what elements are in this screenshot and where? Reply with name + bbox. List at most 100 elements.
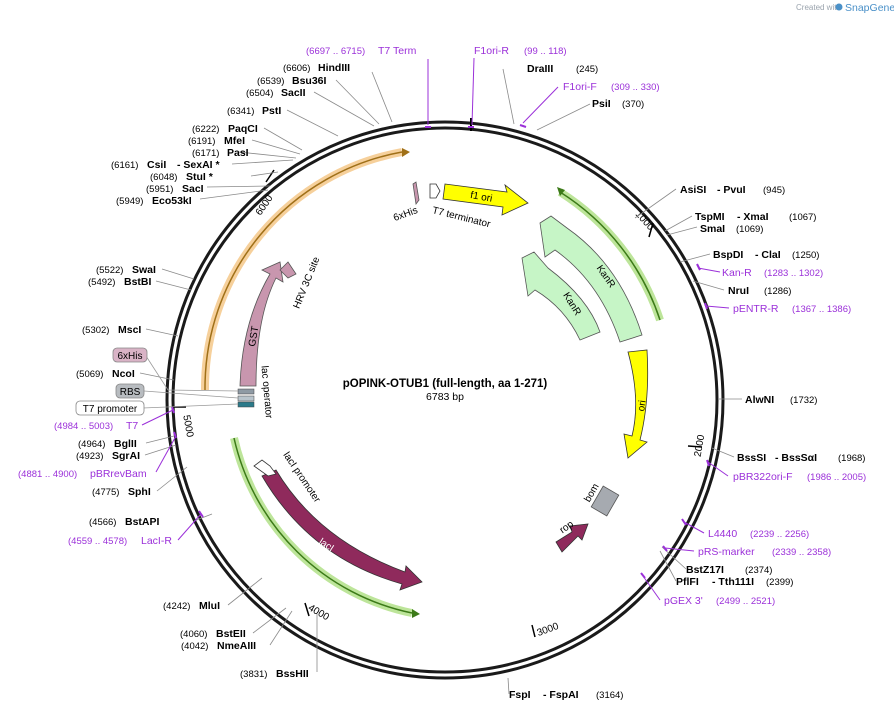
tspmi-pos: (1067) — [789, 212, 816, 223]
nmeaiii-name[interactable]: NmeAIII — [217, 640, 256, 652]
l4440-name[interactable]: L4440 — [708, 528, 737, 540]
his-tag-top-label: 6xHis — [392, 205, 419, 224]
bstbi-name[interactable]: BstBI — [124, 276, 152, 288]
rop-feature[interactable] — [555, 523, 589, 553]
nmeaiii-pos: (4042) — [181, 641, 208, 652]
pgex3-name[interactable]: pGEX 3' — [664, 595, 703, 607]
eco53ki-name[interactable]: Eco53kI — [152, 195, 192, 207]
laci-promoter-feature[interactable] — [253, 459, 277, 477]
t7-promoter-block[interactable] — [237, 401, 255, 408]
tick-2000: 2000 — [693, 434, 708, 458]
primer-marks — [171, 124, 710, 579]
f1ori-f-name[interactable]: F1ori-F — [563, 81, 597, 93]
bstz17i-pos: (2374) — [745, 565, 772, 576]
saci-name[interactable]: SacI — [182, 183, 204, 195]
psii-pos: (370) — [622, 99, 644, 110]
xmai-name[interactable]: - XmaI — [737, 211, 769, 223]
rbs-box-label: RBS — [120, 387, 141, 398]
t7term-pos: (6697 .. 6715) — [306, 46, 365, 57]
kan-r-name[interactable]: Kan-R — [722, 267, 752, 279]
pasi-name[interactable]: PasI — [227, 147, 249, 159]
nrui-name[interactable]: NruI — [728, 285, 749, 297]
tick-5000: 5000 — [180, 414, 195, 438]
pentr-r-pos: (1367 .. 1386) — [792, 304, 851, 315]
mlui-pos: (4242) — [163, 601, 190, 612]
kanr-inner-feature[interactable] — [521, 251, 601, 341]
gst-region-line — [204, 151, 403, 391]
hindiii-pos: (6606) — [283, 63, 310, 74]
paqci-name[interactable]: PaqCI — [228, 123, 258, 135]
bsssai-name[interactable]: - BssSαI — [775, 452, 817, 464]
gst-region-arrowhead-icon — [402, 148, 410, 157]
hindiii-name[interactable]: HindIII — [318, 62, 350, 74]
his-tag-top-feature[interactable] — [412, 181, 420, 206]
psti-name[interactable]: PstI — [262, 105, 281, 117]
rbs-box[interactable] — [115, 383, 145, 399]
bsteii-name[interactable]: BstEII — [216, 628, 246, 640]
ncoi-name[interactable]: NcoI — [112, 368, 135, 380]
smai-name[interactable]: SmaI — [700, 223, 725, 235]
kan-region-line — [559, 191, 661, 321]
t7-primer-name[interactable]: T7 — [126, 420, 138, 432]
draiii-pos: (245) — [576, 64, 598, 75]
t7term-name[interactable]: T7 Term — [378, 45, 417, 57]
pvui-name[interactable]: - PvuI — [717, 184, 746, 196]
asisi-pos: (945) — [763, 185, 785, 196]
bstz17i-name[interactable]: BstZ17I — [686, 564, 724, 576]
f1ori-r-pos: (99 .. 118) — [524, 46, 567, 57]
gst-region-highlight — [200, 148, 403, 391]
f1ori-r-name[interactable]: F1ori-R — [474, 45, 509, 57]
saci-pos: (5951) — [146, 184, 173, 195]
clai-name[interactable]: - ClaI — [755, 249, 781, 261]
sgrai-name[interactable]: SgrAI — [112, 450, 140, 462]
sphi-name[interactable]: SphI — [128, 486, 151, 498]
tspmi-name[interactable]: TspMI — [695, 211, 725, 223]
f1-ori-feature[interactable] — [442, 183, 529, 216]
msci-name[interactable]: MscI — [118, 324, 141, 336]
pbr322ori-f-name[interactable]: pBR322ori-F — [733, 471, 793, 483]
lac-operator-block[interactable] — [237, 395, 255, 402]
fspai-name[interactable]: - FspAI — [543, 689, 579, 701]
alwni-name[interactable]: AlwNI — [745, 394, 774, 406]
fspi-name[interactable]: FspI — [509, 689, 531, 701]
prs-marker-name[interactable]: pRS-marker — [698, 546, 755, 558]
backbone-inner-strand — [171, 126, 719, 674]
rbs-block[interactable] — [237, 388, 255, 395]
bspdi-name[interactable]: BspDI — [713, 249, 743, 261]
pflfi-pos: (2399) — [766, 577, 793, 588]
hrv-3c-site-feature[interactable] — [279, 261, 297, 279]
sacii-pos: (6504) — [246, 88, 273, 99]
bsu36i-name[interactable]: Bsu36I — [292, 75, 327, 87]
stui-name[interactable]: StuI * — [186, 171, 214, 183]
sexai-name[interactable]: - SexAI * — [177, 159, 221, 171]
t7-promoter-box[interactable] — [75, 400, 145, 416]
bsshii-name[interactable]: BssHII — [276, 668, 309, 680]
bstapi-name[interactable]: BstAPI — [125, 516, 160, 528]
bsssi-name[interactable]: BssSI — [737, 452, 766, 464]
psii-name[interactable]: PsiI — [592, 98, 611, 110]
kanr-outer-feature[interactable] — [539, 215, 643, 343]
f1ori-f-pos: (309 .. 330) — [611, 82, 660, 93]
swai-name[interactable]: SwaI — [132, 264, 156, 276]
snapgene-logo-icon — [835, 3, 843, 11]
csii-pos: (6161) — [111, 160, 138, 171]
pentr-r-name[interactable]: pENTR-R — [733, 303, 779, 315]
asisi-name[interactable]: AsiSI — [680, 184, 706, 196]
sacii-name[interactable]: SacII — [281, 87, 306, 99]
bom-feature[interactable] — [590, 485, 620, 517]
tick-1000: 1000 — [633, 209, 656, 233]
ori-feature[interactable] — [623, 349, 649, 459]
pflfi-name[interactable]: PflFI — [676, 576, 699, 588]
laci-feature[interactable] — [261, 469, 423, 591]
pbrrevbam-name[interactable]: pBRrevBam — [90, 468, 147, 480]
draiii-name[interactable]: DraIII — [527, 63, 553, 75]
csii-name[interactable]: CsiI — [147, 159, 166, 171]
hrv-3c-site-label: HRV 3C site — [292, 255, 323, 310]
mlui-name[interactable]: MluI — [199, 600, 220, 612]
mfei-name[interactable]: MfeI — [224, 135, 245, 147]
bglii-name[interactable]: BglII — [114, 438, 137, 450]
his-tag-box[interactable] — [112, 347, 148, 363]
t7-terminator-feature[interactable] — [429, 183, 441, 199]
tth111i-name[interactable]: - Tth111I — [712, 576, 754, 588]
laci-r-name[interactable]: LacI-R — [141, 535, 172, 547]
